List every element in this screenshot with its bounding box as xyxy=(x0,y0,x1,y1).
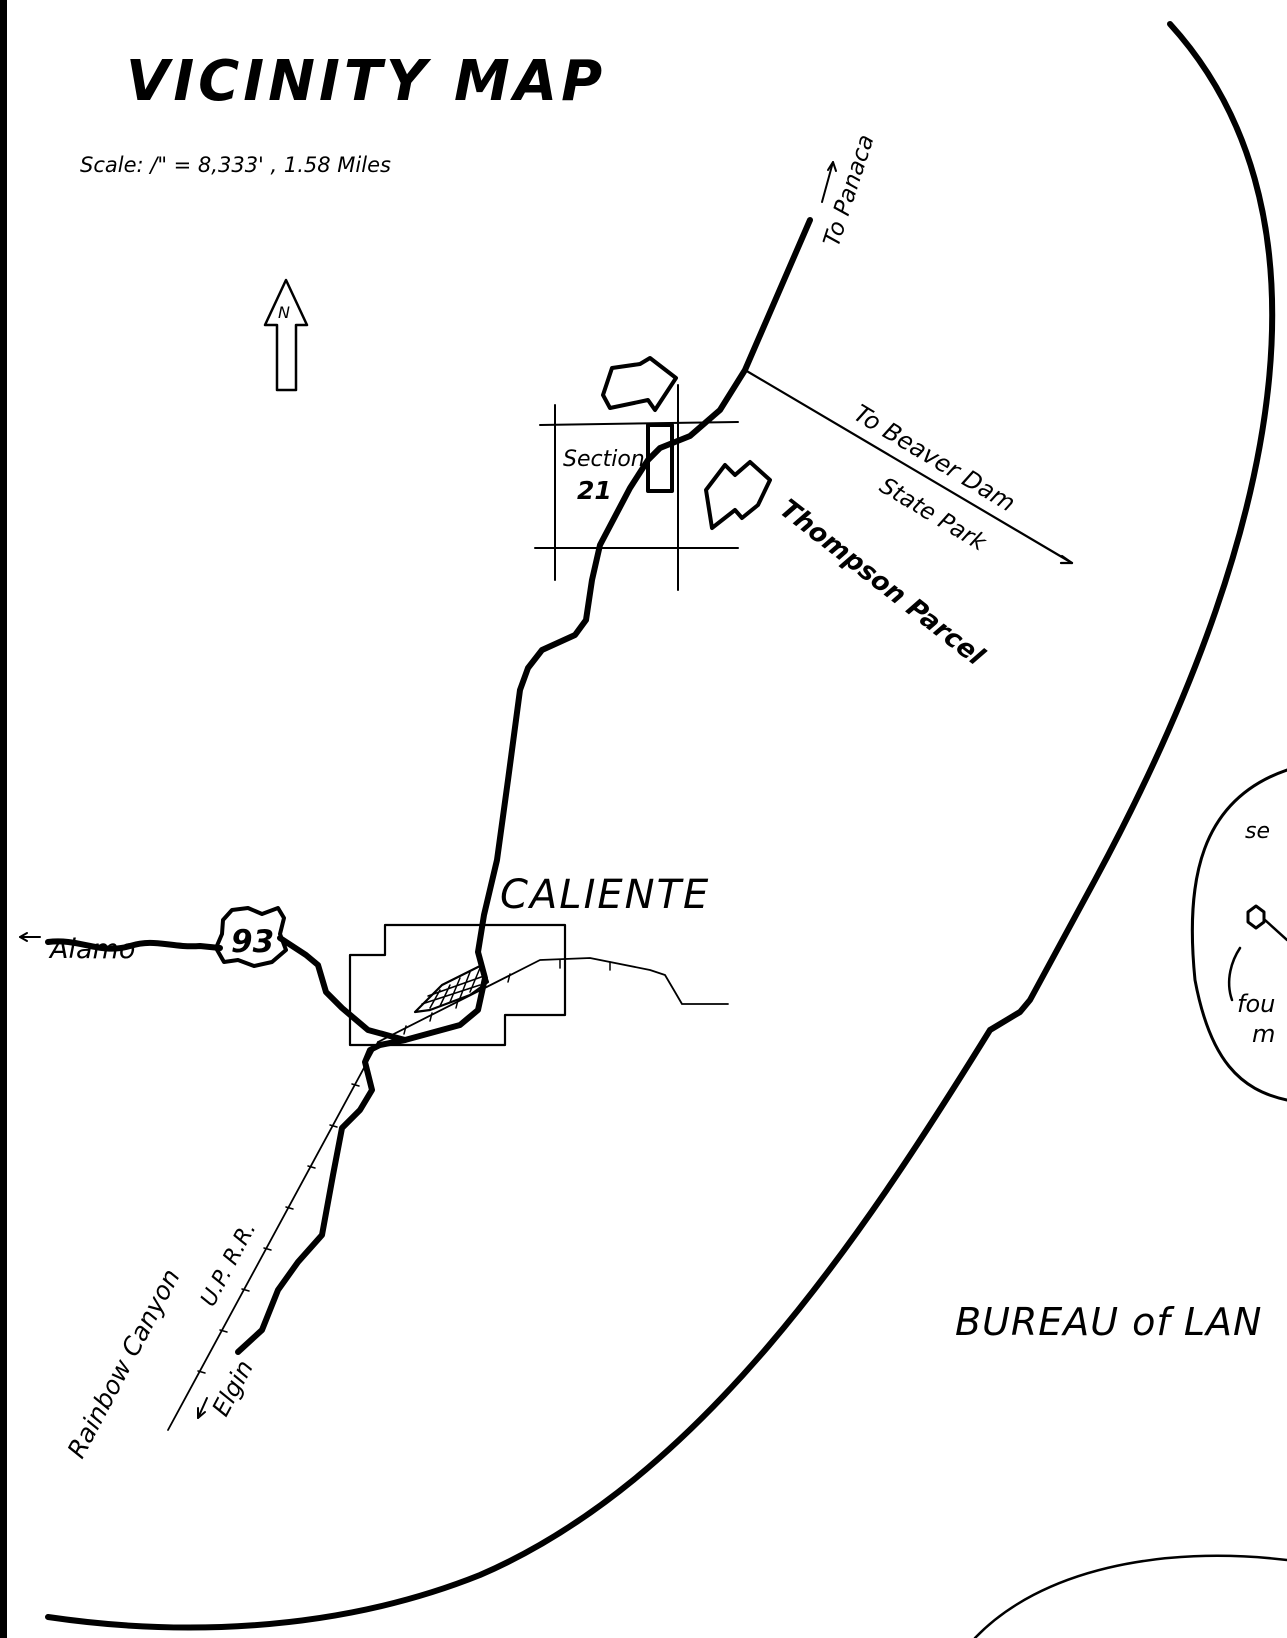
highway-93-shield-icon: 93 xyxy=(214,906,288,968)
beaver-dam-road xyxy=(743,368,1074,565)
north-arrow-icon: N xyxy=(263,278,309,392)
section-grid xyxy=(534,384,739,591)
map-title: VICINITY MAP xyxy=(126,49,606,114)
left-border xyxy=(0,0,7,1638)
north-label: N xyxy=(278,303,290,322)
panaca-label: To Panaca xyxy=(819,132,880,250)
inset-label-top: se xyxy=(1245,819,1270,844)
rainbow-canyon-label: Rainbow Canyon xyxy=(62,1264,186,1463)
map-scale: Scale: /" = 8,333' , 1.58 Miles xyxy=(80,153,391,177)
blm-label: BUREAU of LAN xyxy=(955,1300,1262,1344)
highway-93-label: 93 xyxy=(231,924,274,960)
lower-circle-arc xyxy=(973,1554,1287,1638)
highway-93 xyxy=(45,938,223,952)
alamo-label: Alamo xyxy=(48,934,135,965)
union-pacific-railroad xyxy=(167,957,729,1431)
section-label: Section xyxy=(563,447,645,472)
elgin-label: Elgin xyxy=(207,1356,259,1421)
railroad-label: U.P. R.R. xyxy=(196,1218,261,1311)
caliente-city-boundary xyxy=(348,923,567,1047)
region-boundary xyxy=(45,21,1276,1631)
inset-label-bottom: m xyxy=(1252,1020,1275,1048)
monument-hexagon-icon xyxy=(1246,904,1266,930)
main-highway xyxy=(235,217,813,1355)
section-number: 21 xyxy=(577,476,612,505)
inset-label-mid: fou xyxy=(1237,990,1275,1018)
parcel-pointer-arrow-upper-icon xyxy=(601,356,678,412)
caliente-label: CALIENTE xyxy=(500,872,710,918)
caliente-town-area xyxy=(413,963,490,1014)
section-parcel xyxy=(646,423,674,493)
inset-circle xyxy=(1190,768,1287,1102)
parcel-pointer-arrow-lower-icon xyxy=(704,460,772,530)
